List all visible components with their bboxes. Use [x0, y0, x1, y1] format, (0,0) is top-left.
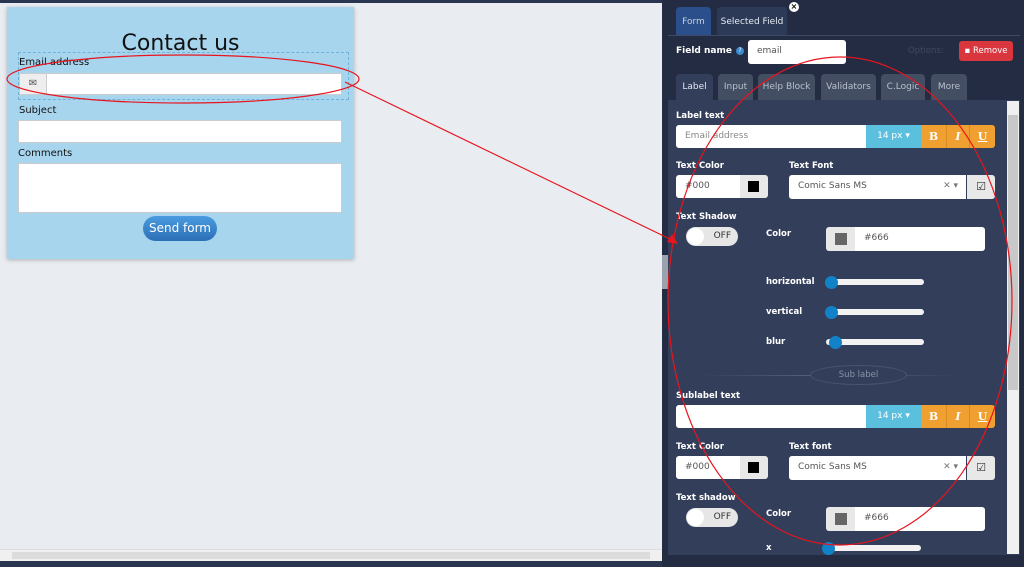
- remove-button[interactable]: ▪ Remove: [959, 41, 1013, 61]
- color-swatch-button[interactable]: [740, 175, 768, 198]
- checkbox-icon[interactable]: ☑: [967, 175, 995, 199]
- sub-bold-button[interactable]: B: [921, 405, 946, 428]
- sub-shadow-color-swatch[interactable]: [826, 507, 855, 531]
- label-text-heading: Label text: [676, 111, 725, 121]
- text-shadow-heading: Text Shadow: [676, 212, 737, 222]
- vertical-slider[interactable]: [826, 309, 924, 315]
- clear-caret-icon[interactable]: ✕ ▾: [943, 181, 958, 191]
- italic-button[interactable]: I: [946, 125, 969, 148]
- sub-italic-button[interactable]: I: [946, 405, 969, 428]
- vertical-label: vertical: [766, 307, 803, 317]
- tab-help-block[interactable]: Help Block: [758, 74, 815, 101]
- sub-text-color-input[interactable]: #000: [676, 456, 740, 479]
- tab-label[interactable]: Label: [676, 74, 713, 101]
- horizontal-label: horizontal: [766, 277, 815, 287]
- email-label: Email address: [19, 57, 90, 68]
- text-font-select[interactable]: Comic Sans MS ✕ ▾: [789, 175, 966, 199]
- x-label: x: [766, 543, 772, 553]
- tab-validators[interactable]: Validators: [821, 74, 876, 101]
- sub-label-divider: Sub label: [810, 365, 907, 385]
- font-value: Comic Sans MS: [798, 181, 867, 191]
- sub-shadow-color-label: Color: [766, 509, 792, 519]
- horizontal-slider[interactable]: [826, 279, 924, 285]
- text-font-heading: Text Font: [789, 161, 834, 171]
- blur-label: blur: [766, 337, 786, 347]
- text-color-heading: Text Color: [676, 161, 724, 171]
- envelope-icon: ✉: [20, 74, 47, 94]
- x-slider[interactable]: [823, 545, 921, 551]
- horizontal-scrollbar[interactable]: [0, 549, 662, 561]
- send-form-button[interactable]: Send form: [143, 216, 217, 241]
- shadow-color-label: Color: [766, 229, 792, 239]
- sub-text-font-heading: Text font: [789, 442, 832, 452]
- field-name-input[interactable]: email: [748, 40, 846, 64]
- sublabel-text-input[interactable]: [676, 405, 866, 428]
- tab-form-label: Form: [682, 17, 705, 27]
- shadow-color-input[interactable]: #666: [855, 227, 985, 251]
- sub-toggle-state: OFF: [713, 512, 731, 522]
- tab-more[interactable]: More: [931, 74, 967, 101]
- close-icon[interactable]: ×: [789, 2, 799, 12]
- sub-text-font-select[interactable]: Comic Sans MS ✕ ▾: [789, 456, 966, 480]
- help-icon[interactable]: ?: [736, 47, 744, 55]
- caret-down-icon: ▾: [905, 411, 910, 421]
- horizontal-slider-handle[interactable]: [825, 276, 838, 289]
- blur-slider-handle[interactable]: [829, 336, 842, 349]
- text-color-input[interactable]: #000: [676, 175, 740, 198]
- sub-text-color-heading: Text Color: [676, 442, 724, 452]
- tab-selected-field-label: Selected Field: [720, 17, 784, 27]
- tab-input[interactable]: Input: [718, 74, 753, 101]
- tab-form[interactable]: Form: [676, 7, 711, 35]
- top-bar: [0, 0, 662, 3]
- checkbox-icon[interactable]: ☑: [967, 456, 995, 480]
- tab-divider: [668, 35, 1020, 36]
- field-name-label: Field name: [676, 46, 732, 56]
- comments-label: Comments: [18, 148, 73, 159]
- text-shadow-toggle[interactable]: OFF: [686, 227, 738, 246]
- bottom-bar: [0, 561, 662, 567]
- sub-font-size-value: 14 px: [877, 411, 903, 421]
- tab-selected-field[interactable]: Selected Field: [717, 7, 787, 35]
- caret-down-icon: ▾: [905, 131, 910, 141]
- options-label: Options:: [908, 46, 944, 56]
- sub-font-size-dropdown[interactable]: 14 px ▾: [866, 405, 921, 428]
- form-title: Contact us: [121, 31, 240, 56]
- bold-button[interactable]: B: [921, 125, 946, 148]
- subject-label: Subject: [19, 105, 57, 116]
- sub-text-shadow-toggle[interactable]: OFF: [686, 508, 738, 527]
- trash-icon: ▪: [964, 46, 971, 56]
- collapse-handle[interactable]: [662, 255, 668, 289]
- shadow-color-swatch[interactable]: [826, 227, 855, 251]
- sub-font-value: Comic Sans MS: [798, 462, 867, 472]
- vertical-slider-handle[interactable]: [825, 306, 838, 319]
- x-slider-handle[interactable]: [822, 542, 835, 555]
- email-input[interactable]: ✉: [19, 73, 342, 95]
- underline-button[interactable]: U: [969, 125, 995, 148]
- tab-clogic[interactable]: C.Logic: [881, 74, 925, 101]
- font-size-dropdown[interactable]: 14 px ▾: [866, 125, 921, 148]
- label-text-input[interactable]: Email address: [676, 125, 866, 148]
- comments-textarea[interactable]: [18, 163, 342, 213]
- remove-label: Remove: [972, 46, 1008, 56]
- toggle-state: OFF: [713, 231, 731, 241]
- sub-text-shadow-heading: Text shadow: [676, 493, 736, 503]
- vertical-scrollbar[interactable]: [1007, 101, 1019, 554]
- clear-caret-icon[interactable]: ✕ ▾: [943, 462, 958, 472]
- font-size-value: 14 px: [877, 131, 903, 141]
- sublabel-text-heading: Sublabel text: [676, 391, 741, 401]
- subject-input[interactable]: [18, 120, 342, 143]
- contact-form: Contact us Email address ✉ Subject Comme…: [7, 7, 354, 259]
- sub-color-swatch-button[interactable]: [740, 456, 768, 479]
- sub-underline-button[interactable]: U: [969, 405, 995, 428]
- sub-shadow-color-input[interactable]: #666: [855, 507, 985, 531]
